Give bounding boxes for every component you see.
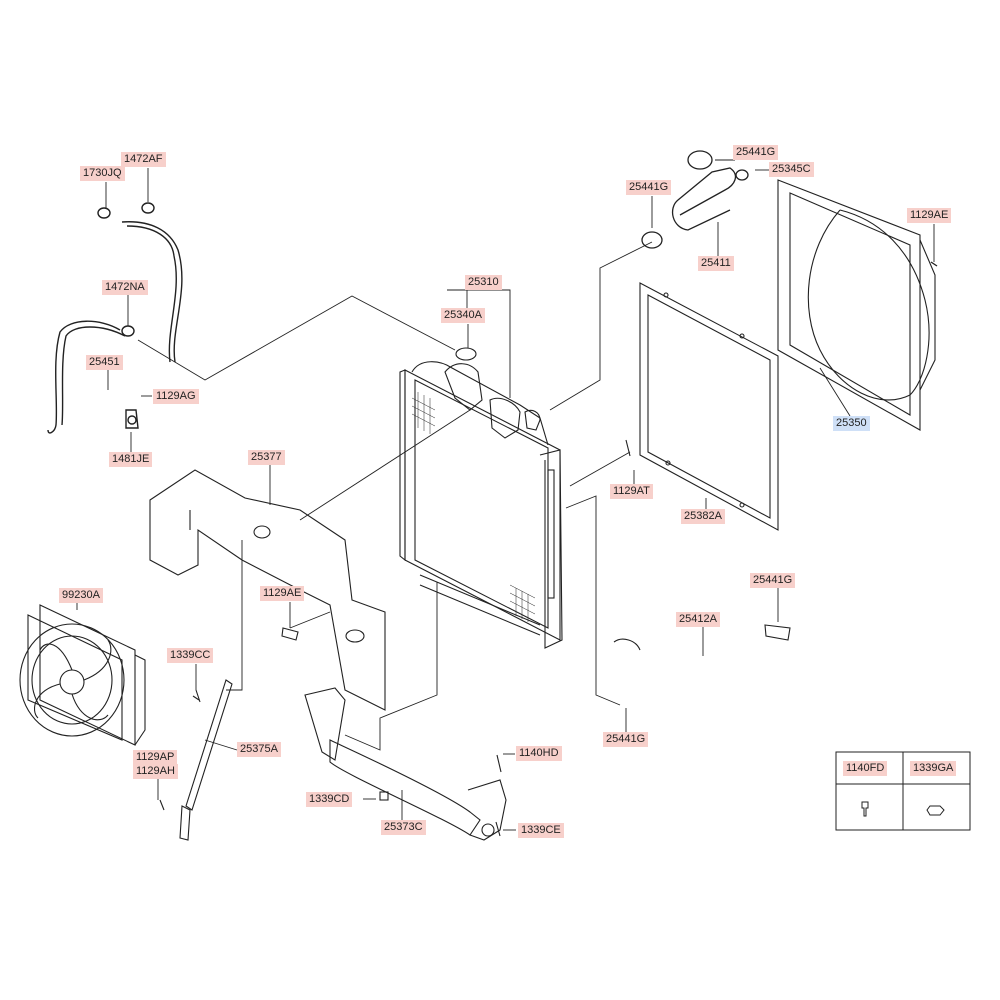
label-25441G-bottom: 25441G (603, 732, 649, 747)
label-25441G-top: 25441G (733, 145, 779, 160)
leader-lines (76, 159, 935, 831)
label-25340A: 25340A (441, 308, 485, 323)
bracket-25373C (304, 687, 507, 841)
label-1129AG: 1129AG (153, 389, 199, 404)
label-25382A: 25382A (681, 509, 725, 524)
label-25377: 25377 (248, 450, 285, 465)
legend-table (835, 751, 971, 831)
label-1472AF: 1472AF (121, 152, 166, 167)
label-1339CC: 1339CC (167, 648, 214, 663)
label-1140HD: 1140HD (516, 746, 562, 761)
label-1339CD: 1339CD (306, 792, 353, 807)
frame-25382A (639, 282, 779, 531)
label-1129AE-left: 1129AE (260, 586, 305, 601)
label-1339CE: 1339CE (518, 823, 564, 838)
radiator-25310 (399, 347, 563, 649)
label-1129AP: 1129AP (133, 750, 178, 765)
label-25441G-mid: 25441G (626, 180, 672, 195)
label-25310: 25310 (465, 275, 502, 290)
panel-25377 (149, 469, 386, 711)
label-25350: 25350 (833, 416, 870, 431)
reference-lines (137, 241, 653, 751)
label-1129AT: 1129AT (610, 484, 653, 499)
label-1730JQ: 1730JQ (80, 166, 125, 181)
label-25441G-right: 25441G (750, 573, 796, 588)
hose-25411 (641, 150, 938, 267)
label-25412A: 25412A (676, 612, 720, 627)
label-1481JE: 1481JE (109, 452, 153, 467)
brace-25375A (159, 679, 233, 841)
label-1472NA: 1472NA (102, 280, 148, 295)
label-25411: 25411 (698, 256, 734, 271)
label-99230A: 99230A (59, 588, 103, 603)
legend-header-1339GA: 1339GA (910, 761, 957, 776)
shroud-25350 (777, 179, 936, 431)
label-25345C: 25345C (769, 162, 814, 177)
label-25375A: 25375A (237, 742, 281, 757)
label-25451: 25451 (86, 355, 123, 370)
label-25373C: 25373C (381, 820, 426, 835)
radiator-grille (411, 392, 536, 622)
small-bolts (195, 439, 791, 703)
legend-header-1140FD: 1140FD (843, 761, 888, 776)
label-1129AE-right: 1129AE (907, 208, 952, 223)
hose-25451 (47, 202, 183, 434)
label-1129AH: 1129AH (133, 764, 178, 779)
fan-99230A (19, 604, 146, 746)
